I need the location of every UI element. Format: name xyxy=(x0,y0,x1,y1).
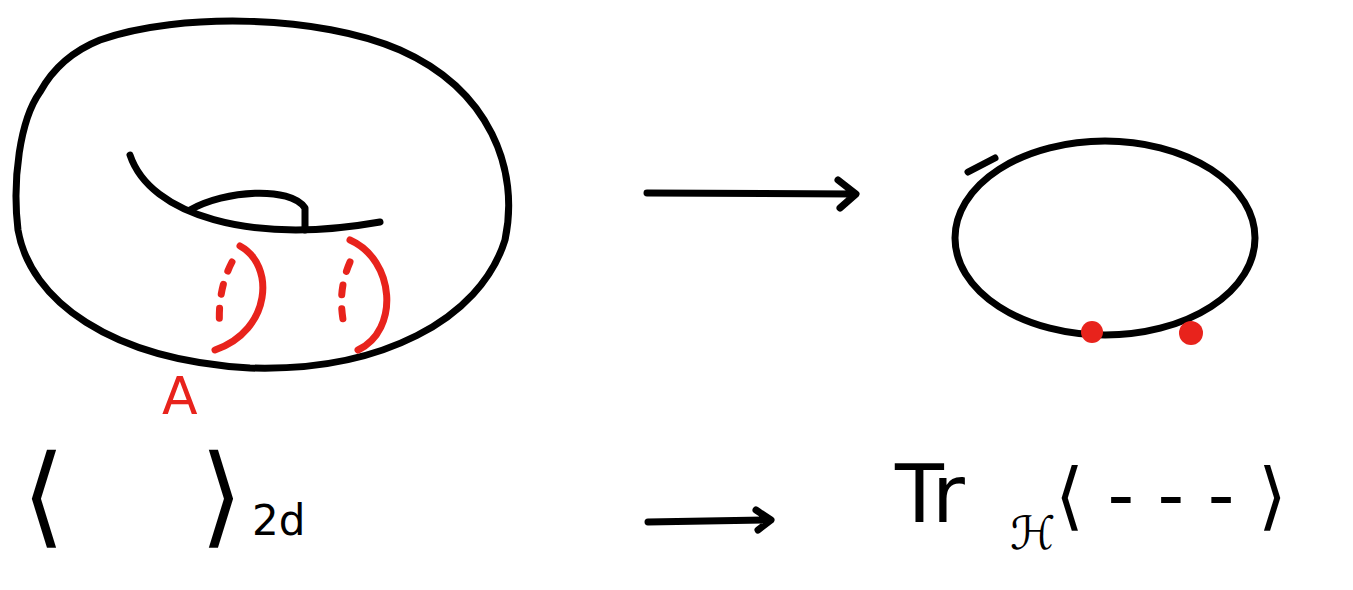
marked-point xyxy=(1179,321,1203,345)
cut-curve xyxy=(215,246,263,350)
torus-hole-lower xyxy=(190,193,305,230)
cut-curve xyxy=(350,240,387,350)
circle-tick xyxy=(968,158,995,172)
region-label: A xyxy=(162,370,198,422)
cut-curve-hidden xyxy=(219,262,232,330)
bracket: ⟩ xyxy=(200,440,243,550)
torus-outline xyxy=(16,21,509,368)
bracket: ⟨ xyxy=(22,440,65,550)
trace-symbol: Tr xyxy=(895,455,965,535)
arrow xyxy=(648,510,771,530)
subscript: 2d xyxy=(252,500,305,542)
circle xyxy=(955,141,1255,335)
subscript: ℋ xyxy=(1010,510,1055,556)
marked-point xyxy=(1081,321,1103,343)
expectation: ⟨ - - - ⟩ xyxy=(1055,458,1287,532)
arrow xyxy=(647,180,856,208)
torus-hole-upper xyxy=(130,155,380,230)
cut-curve-hidden xyxy=(342,262,350,325)
